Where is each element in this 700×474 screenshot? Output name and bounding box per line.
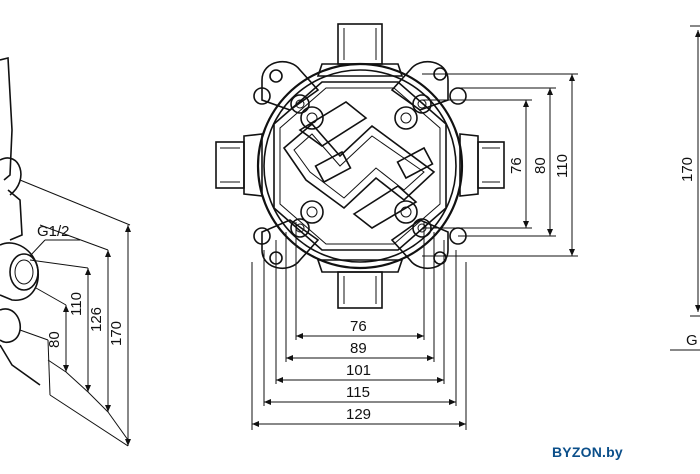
screw-bosses — [290, 94, 432, 238]
right-dim-thread: G — [686, 332, 698, 349]
front-dim-v-80: 80 — [532, 157, 549, 174]
side-dim-80: 80 — [46, 331, 63, 348]
right-dim-170: 170 — [679, 157, 696, 182]
side-dim-126: 126 — [88, 307, 105, 332]
front-view: 76 89 101 115 129 76 80 110 — [215, 23, 578, 430]
front-dim-129: 129 — [346, 406, 371, 423]
side-dim-110: 110 — [68, 292, 85, 316]
side-dim-thread: G1/2 — [37, 223, 70, 240]
side-dim-170: 170 — [108, 321, 125, 346]
watermark: BYZON.by — [552, 444, 623, 460]
front-dim-v-76: 76 — [508, 157, 525, 174]
right-view: 170 G — [670, 25, 700, 351]
side-view: G1/2 80 110 126 170 — [0, 56, 131, 447]
front-dim-v-110: 110 — [554, 154, 571, 178]
front-dim-115: 115 — [346, 384, 370, 401]
front-dim-101: 101 — [346, 362, 371, 379]
front-dim-76: 76 — [350, 318, 367, 335]
front-dim-89: 89 — [350, 340, 367, 357]
